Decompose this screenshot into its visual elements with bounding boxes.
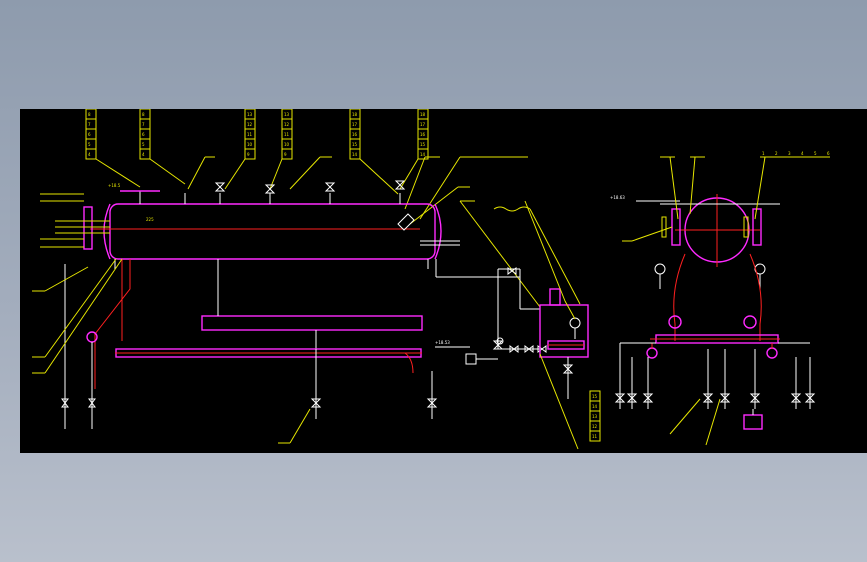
balloon-column-1 (85, 109, 141, 188)
balloon-number: 11 (592, 434, 598, 439)
balloon-number: 4 (801, 151, 804, 156)
feed-piping (435, 267, 547, 365)
heating-tube (201, 259, 423, 349)
bottom-drains (278, 349, 438, 444)
balloon-number: 12 (247, 122, 253, 127)
elevation-label: +18.5 (108, 183, 121, 188)
balloon-number: 15 (592, 394, 598, 399)
balloon-number: 16 (352, 132, 358, 137)
balloon-number: 2 (775, 151, 778, 156)
balloon-number: 11 (284, 132, 290, 137)
balloon-number: 5 (814, 151, 817, 156)
bottom-header (115, 348, 422, 374)
balloon-number: 5 (142, 142, 145, 147)
balloon-number: 18 (420, 112, 426, 117)
balloon-column-4 (269, 109, 293, 190)
balloon-column-3 (224, 109, 256, 190)
balloon-number: 17 (420, 122, 426, 127)
side-elevation-label: +18.63 (610, 195, 625, 200)
balloon-number: 5 (88, 142, 91, 147)
side-view-drains (614, 342, 816, 430)
balloon-number: 13 (592, 414, 598, 419)
balloon-number: 14 (592, 404, 598, 409)
right-end-fitting (397, 213, 520, 278)
balloon-number: 7 (142, 122, 145, 127)
balloon-number: 12 (284, 122, 290, 127)
balloon-number: 3 (788, 151, 791, 156)
balloon-number: 18 (352, 112, 358, 117)
balloon-number: 10 (247, 142, 253, 147)
balloon-number: 15 (420, 142, 426, 147)
balloon-number: 13 (247, 112, 253, 117)
balloon-number: 6 (827, 151, 830, 156)
side-view-downcomers (646, 253, 780, 359)
balloon-number: 10 (284, 142, 290, 147)
left-column-leader (524, 200, 576, 320)
balloon-number: 11 (247, 132, 253, 137)
balloon-number: 7 (88, 122, 91, 127)
balloon-number: 14 (420, 152, 426, 157)
balloon-number: 6 (88, 132, 91, 137)
side-view-leaders (622, 156, 830, 446)
callout-leaders-top (187, 156, 581, 308)
balloon-number: 9 (247, 152, 250, 157)
balloon-number: 8 (88, 112, 91, 117)
balloon-number: 1 (762, 151, 765, 156)
balloon-number: 4 (88, 152, 91, 157)
balloon-number: 16 (420, 132, 426, 137)
top-nozzles (120, 180, 406, 204)
side-view-drum (636, 194, 780, 267)
balloon-column-5 (349, 109, 399, 195)
left-nozzle-assembly (40, 193, 110, 250)
balloon-number: 6 (142, 132, 145, 137)
balloon-number: 14 (352, 152, 358, 157)
balloon-number: 9 (284, 152, 287, 157)
balloon-number: 12 (592, 424, 598, 429)
balloon-column-right (539, 353, 601, 450)
level-mark: 225 (146, 217, 154, 222)
balloon-number: 13 (284, 112, 290, 117)
piping-diagram: +18.5 225 (32, 109, 830, 450)
balloon-column-2 (139, 109, 186, 185)
balloon-number: 15 (352, 142, 358, 147)
balloon-number: 4 (142, 152, 145, 157)
left-leaders (32, 258, 123, 374)
balloon-number: 17 (352, 122, 358, 127)
main-vessel (90, 203, 442, 269)
feed-elevation-label: +18.53 (435, 340, 450, 345)
heat-exchanger (539, 288, 589, 399)
left-downcomer (61, 259, 131, 429)
balloon-number: 8 (142, 112, 145, 117)
cad-drawing: +18.5 225 (20, 109, 867, 453)
balloon-column-6 (399, 109, 429, 190)
